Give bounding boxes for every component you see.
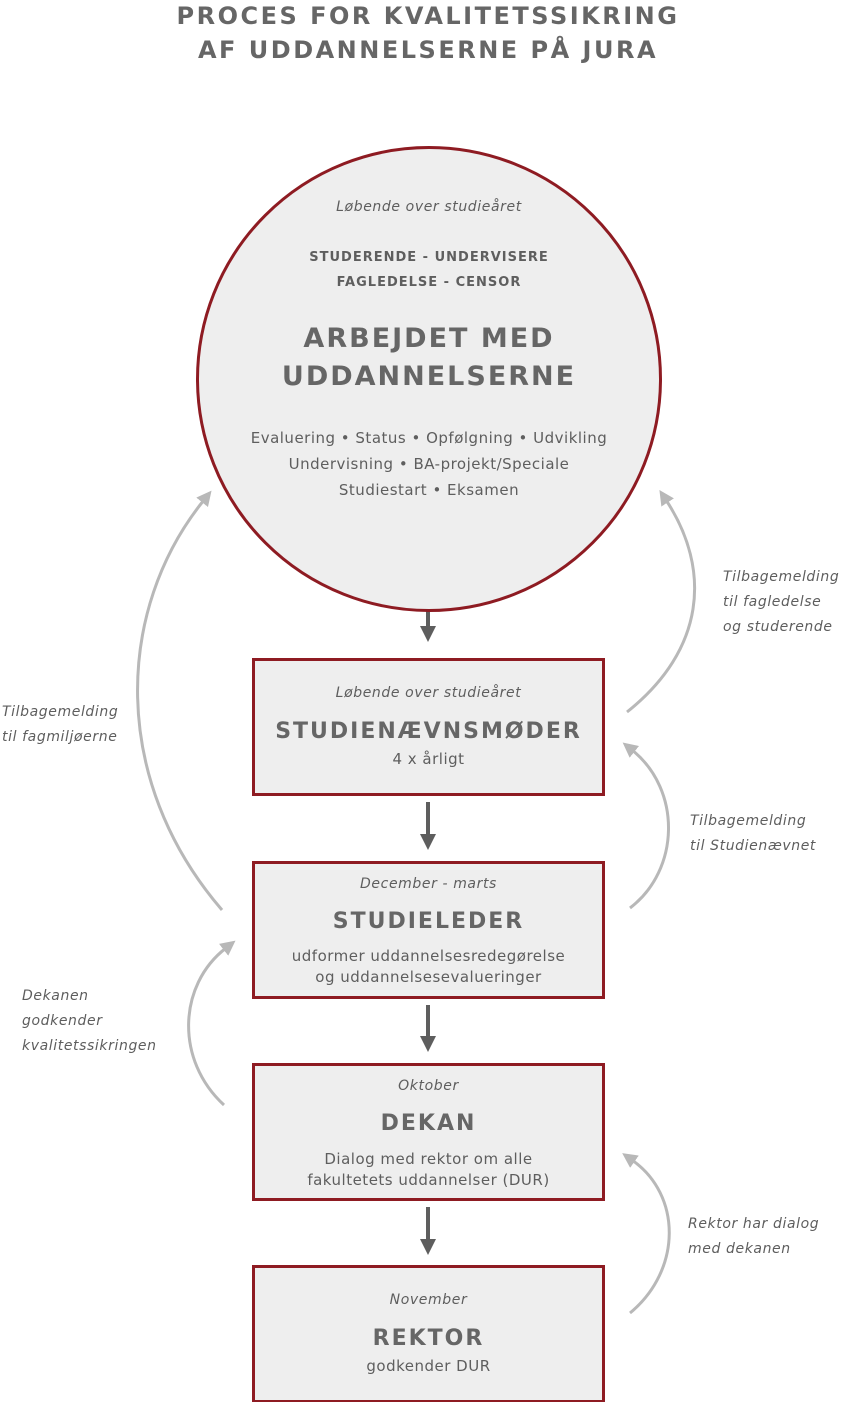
box-period: Oktober (398, 1078, 459, 1094)
box-desc: 4 x årligt (392, 750, 465, 768)
box-desc-1: Dialog med rektor om alle (324, 1150, 533, 1168)
circle-participants-2: FAGLEDELSE - CENSOR (336, 275, 522, 290)
box-heading: DEKAN (380, 1111, 477, 1136)
circle-heading-1: ARBEJDET MED (303, 323, 555, 354)
dialog-arrow-rektor (622, 1153, 671, 1315)
label-line: godkender (22, 1013, 103, 1029)
label-feedback-fagmiljoerne: Tilbagemelding til fagmiljøerne (2, 700, 118, 750)
circle-heading-2: UDDANNELSERNE (281, 361, 577, 392)
title-line-1: PROCES FOR KVALITETSSIKRING (176, 2, 680, 30)
label-rektor-dialog: Rektor har dialog med dekanen (688, 1212, 819, 1262)
circle-topics-2: Undervisning • BA-projekt/Speciale (288, 455, 570, 473)
label-line: kvalitetssikringen (22, 1038, 157, 1054)
circle-period: Løbende over studieåret (336, 199, 522, 215)
label-line: Dekanen (22, 988, 89, 1004)
label-line: Tilbagemelding (723, 569, 840, 585)
label-line: med dekanen (688, 1241, 791, 1257)
box-desc-2: fakultetets uddannelser (DUR) (307, 1171, 550, 1189)
feedback-arrow-fagmiljoerne (136, 490, 224, 911)
circle-topics-1: Evaluering • Status • Opfølgning • Udvik… (250, 429, 608, 447)
box-heading: REKTOR (372, 1326, 485, 1351)
box-desc-2: og uddannelsesevalueringer (315, 968, 542, 986)
box-heading: STUDIENÆVNSMØDER (275, 719, 582, 744)
box-period: November (389, 1292, 468, 1308)
box-studieleder: December - marts STUDIELEDER udformer ud… (252, 861, 605, 999)
box-rektor: November REKTOR godkender DUR (252, 1265, 605, 1402)
box-desc: godkender DUR (366, 1357, 491, 1375)
box-period: December - marts (360, 876, 497, 892)
feedback-arrow-studienaevnet (622, 742, 670, 910)
box-dekan: Oktober DEKAN Dialog med rektor om alle … (252, 1063, 605, 1201)
work-with-programmes-circle: Løbende over studieåret STUDERENDE - UND… (196, 146, 662, 612)
circle-participants-1: STUDERENDE - UNDERVISERE (309, 250, 549, 265)
box-desc-1: udformer uddannelsesredegørelse (291, 947, 566, 965)
label-feedback-fagledelse: Tilbagemelding til fagledelse og studere… (723, 565, 839, 640)
box-studienaevnsmoeder: Løbende over studieåret STUDIENÆVNSMØDER… (252, 658, 605, 796)
label-line: og studerende (723, 619, 833, 635)
label-line: Rektor har dialog (688, 1216, 820, 1232)
approval-arrow-dekanen (187, 940, 236, 1107)
label-line: til Studienævnet (690, 838, 817, 854)
label-line: Tilbagemelding (690, 813, 807, 829)
label-line: til fagmiljøerne (2, 729, 118, 745)
box-heading: STUDIELEDER (332, 909, 525, 934)
feedback-arrow-fagledelse (626, 489, 697, 714)
label-line: Tilbagemelding (2, 704, 119, 720)
label-dekanen-approves: Dekanen godkender kvalitetssikringen (22, 984, 157, 1059)
label-line: til fagledelse (723, 594, 822, 610)
label-feedback-studienaevnet: Tilbagemelding til Studienævnet (690, 809, 816, 859)
box-period: Løbende over studieåret (335, 685, 522, 701)
circle-topics-3: Studiestart • Eksamen (338, 481, 520, 499)
title-line-2: AF UDDANNELSERNE PÅ JURA (197, 36, 659, 64)
